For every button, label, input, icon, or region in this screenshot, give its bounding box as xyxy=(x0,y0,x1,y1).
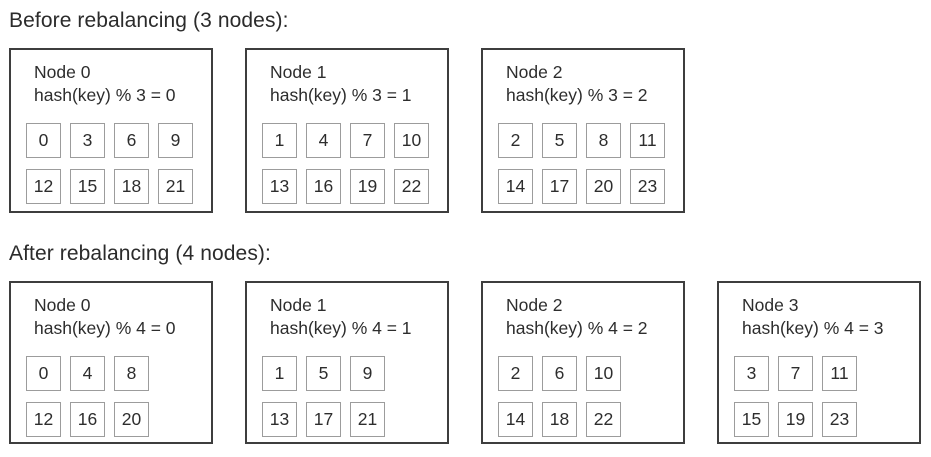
node-name-label: Node 0 xyxy=(34,62,91,82)
hash-formula-label: hash(key) % 3 = 1 xyxy=(270,85,412,105)
key-cell: 2 xyxy=(498,123,533,158)
key-cell: 13 xyxy=(262,169,297,204)
key-row: 14 17 20 23 xyxy=(498,169,683,204)
key-cell: 22 xyxy=(586,402,621,437)
key-cell: 16 xyxy=(306,169,341,204)
key-cell: 7 xyxy=(778,356,813,391)
key-cell: 18 xyxy=(542,402,577,437)
node-name-label: Node 0 xyxy=(34,295,91,315)
key-cell: 23 xyxy=(822,402,857,437)
key-cell: 22 xyxy=(394,169,429,204)
hash-formula-label: hash(key) % 4 = 0 xyxy=(34,318,176,338)
key-row: 12 16 20 xyxy=(26,402,211,437)
key-cell: 14 xyxy=(498,402,533,437)
key-cell: 11 xyxy=(822,356,857,391)
section-title: Before rebalancing (3 nodes): xyxy=(9,9,289,32)
hash-formula-label: hash(key) % 3 = 2 xyxy=(506,85,648,105)
key-cell: 1 xyxy=(262,123,297,158)
key-cell: 3 xyxy=(734,356,769,391)
node-name-label: Node 3 xyxy=(742,295,799,315)
key-cell: 0 xyxy=(26,356,61,391)
key-cell: 4 xyxy=(70,356,105,391)
key-cell: 5 xyxy=(542,123,577,158)
key-cell: 11 xyxy=(630,123,665,158)
key-cell: 20 xyxy=(114,402,149,437)
key-cell: 23 xyxy=(630,169,665,204)
node-name-label: Node 2 xyxy=(506,62,563,82)
key-row: 12 15 18 21 xyxy=(26,169,211,204)
key-cell: 9 xyxy=(350,356,385,391)
key-cell: 9 xyxy=(158,123,193,158)
key-row: 13 17 21 xyxy=(262,402,447,437)
key-row: 15 19 23 xyxy=(734,402,919,437)
key-cell: 14 xyxy=(498,169,533,204)
key-cell: 5 xyxy=(306,356,341,391)
key-cell: 6 xyxy=(542,356,577,391)
key-cell: 21 xyxy=(350,402,385,437)
key-cell: 8 xyxy=(114,356,149,391)
key-cell: 17 xyxy=(542,169,577,204)
key-cell: 8 xyxy=(586,123,621,158)
key-cell: 0 xyxy=(26,123,61,158)
key-cell: 7 xyxy=(350,123,385,158)
section-after-rebalancing: After rebalancing (4 nodes): Node 0 hash… xyxy=(9,242,931,444)
key-cell: 17 xyxy=(306,402,341,437)
key-cell: 20 xyxy=(586,169,621,204)
key-row: 14 18 22 xyxy=(498,402,683,437)
key-cell: 19 xyxy=(350,169,385,204)
hash-formula-label: hash(key) % 4 = 2 xyxy=(506,318,648,338)
section-before-rebalancing: Before rebalancing (3 nodes): Node 0 has… xyxy=(9,9,931,213)
node-name-label: Node 1 xyxy=(270,62,327,82)
hash-formula-label: hash(key) % 3 = 0 xyxy=(34,85,176,105)
key-cell: 18 xyxy=(114,169,149,204)
node-name-label: Node 1 xyxy=(270,295,327,315)
section-title: After rebalancing (4 nodes): xyxy=(9,242,271,265)
node-name-label: Node 2 xyxy=(506,295,563,315)
key-cell: 21 xyxy=(158,169,193,204)
key-cell: 6 xyxy=(114,123,149,158)
key-cell: 15 xyxy=(70,169,105,204)
key-cell: 15 xyxy=(734,402,769,437)
key-cell: 10 xyxy=(394,123,429,158)
hash-formula-label: hash(key) % 4 = 3 xyxy=(742,318,884,338)
key-cell: 2 xyxy=(498,356,533,391)
key-cell: 12 xyxy=(26,169,61,204)
key-cell: 12 xyxy=(26,402,61,437)
hash-formula-label: hash(key) % 4 = 1 xyxy=(270,318,412,338)
key-cell: 19 xyxy=(778,402,813,437)
key-row: 13 16 19 22 xyxy=(262,169,447,204)
key-cell: 16 xyxy=(70,402,105,437)
key-cell: 13 xyxy=(262,402,297,437)
key-cell: 3 xyxy=(70,123,105,158)
key-cell: 10 xyxy=(586,356,621,391)
key-cell: 4 xyxy=(306,123,341,158)
key-cell: 1 xyxy=(262,356,297,391)
